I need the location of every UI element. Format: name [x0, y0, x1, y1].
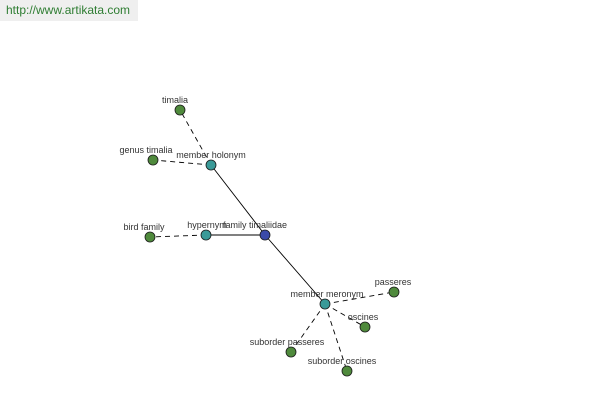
- node-passeres[interactable]: [388, 286, 400, 298]
- node-family-timaliidae[interactable]: [259, 229, 271, 241]
- node-timalia[interactable]: [174, 104, 186, 116]
- node-oscines[interactable]: [359, 321, 371, 333]
- node-hypernym[interactable]: [200, 229, 212, 241]
- site-link[interactable]: http://www.artikata.com: [0, 0, 138, 21]
- node-label-suborder-passeres: suborder passeres: [250, 337, 325, 347]
- node-label-bird-family: bird family: [123, 222, 165, 232]
- edge-member-meronym-to-suborder-passeres: [290, 303, 326, 353]
- labels-layer: family timaliidae member holonym hypernym m…: [119, 95, 411, 366]
- node-member-meronym[interactable]: [319, 298, 331, 310]
- node-member-holonym[interactable]: [205, 159, 217, 171]
- edge-family-timaliidae-to-member-meronym: [264, 234, 326, 305]
- node-label-hypernym: hypernym: [187, 220, 227, 230]
- node-bird-family[interactable]: [144, 231, 156, 243]
- node-label-oscines: oscines: [348, 312, 379, 322]
- edge-member-meronym-to-oscines: [324, 303, 366, 328]
- node-suborder-passeres[interactable]: [285, 346, 297, 358]
- edge-family-timaliidae-to-member-holonym: [210, 164, 266, 236]
- edge-member-meronym-to-suborder-oscines: [324, 303, 348, 372]
- nodes-layer: [144, 104, 400, 377]
- edge-member-meronym-to-passeres: [324, 291, 395, 305]
- node-label-member-holonym: member holonym: [176, 150, 246, 160]
- node-label-timalia: timalia: [162, 95, 188, 105]
- node-label-passeres: passeres: [375, 277, 412, 287]
- node-label-genus-timalia: genus timalia: [119, 145, 172, 155]
- node-suborder-oscines[interactable]: [341, 365, 353, 377]
- node-label-suborder-oscines: suborder oscines: [308, 356, 377, 366]
- edge-member-holonym-to-timalia: [179, 109, 212, 166]
- edge-hypernym-to-bird-family: [149, 234, 207, 238]
- node-label-member-meronym: member meronym: [290, 289, 363, 299]
- edge-member-holonym-to-genus-timalia: [152, 159, 212, 166]
- node-genus-timalia[interactable]: [147, 154, 159, 166]
- node-label-family-timaliidae: family timaliidae: [223, 220, 287, 230]
- edges-layer: [149, 109, 395, 372]
